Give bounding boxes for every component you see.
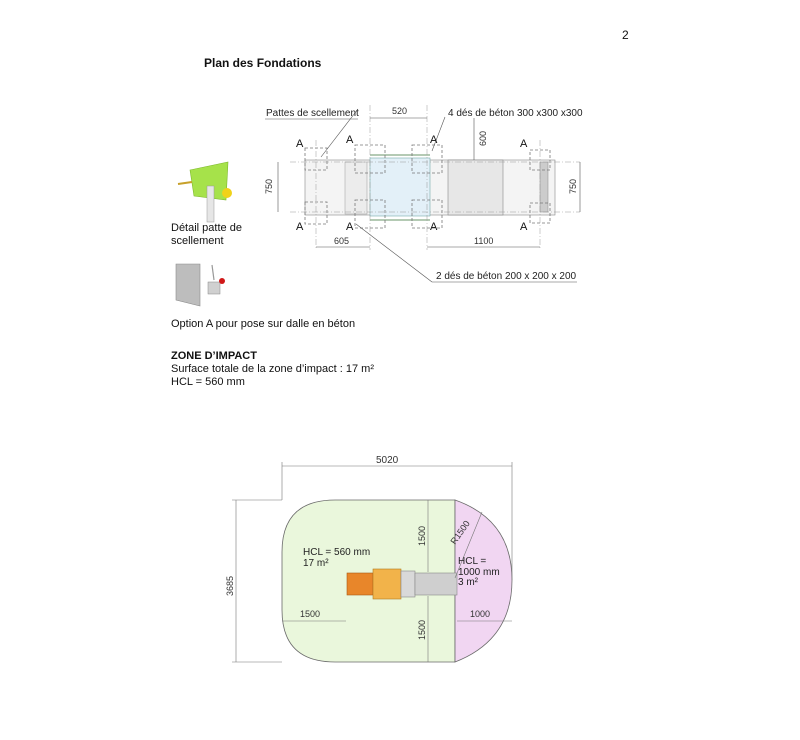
detail-caption-line2: scellement [171, 235, 224, 247]
page-title: Plan des Fondations [204, 56, 322, 70]
marker-a: A [296, 138, 304, 150]
structure-platform [372, 568, 402, 600]
marker-a: A [520, 138, 528, 150]
option-a-caption: Option A pour pose sur dalle en béton [171, 318, 356, 330]
footing-square [304, 201, 328, 225]
anchor-bracket-illustration [177, 161, 232, 223]
dim-605: 605 [334, 236, 349, 246]
dim-1000: 1000 [470, 609, 490, 619]
dim-750-left: 750 [264, 179, 274, 194]
dim-600: 600 [478, 131, 488, 146]
structure-rail [400, 570, 416, 598]
impact-zone-surface: Surface totale de la zone d’impact : 17 … [171, 363, 374, 375]
marker-a: A [346, 221, 354, 233]
label-des-300: 4 dés de béton 300 x300 x300 [448, 108, 583, 119]
label-des-200: 2 dés de béton 200 x 200 x 200 [436, 271, 577, 282]
pink-zone-hcl-1: HCL = [458, 556, 486, 567]
marker-a: A [520, 221, 528, 233]
dim-1100: 1100 [474, 236, 493, 246]
dim-width-5020: 5020 [376, 455, 399, 466]
pink-zone-area: 3 m² [458, 577, 479, 588]
structure-slide [414, 572, 458, 596]
structure-platform [369, 157, 431, 217]
structure-slide [447, 159, 504, 216]
impact-zone-pink [454, 499, 513, 663]
impact-zone-section: ZONE D’IMPACT Surface totale de la zone … [171, 350, 374, 389]
green-zone-area: 17 m² [303, 558, 329, 569]
dim-height-3685: 3685 [225, 576, 235, 596]
marker-a: A [430, 221, 438, 233]
detail-caption-line1: Détail patte de [171, 222, 242, 234]
wall-plate-illustration [175, 263, 225, 307]
page-number: 2 [622, 28, 629, 42]
dim-1500-left: 1500 [300, 609, 320, 619]
marker-a: A [346, 134, 354, 146]
dim-1500-top: 1500 [417, 526, 427, 546]
marker-a: A [296, 221, 304, 233]
marker-a: A [430, 134, 438, 146]
detail-caption: Détail patte de scellement [171, 222, 242, 248]
impact-zone-hcl: HCL = 560 mm [171, 376, 245, 388]
impact-zone-heading: ZONE D’IMPACT [171, 350, 257, 362]
dim-1500-bottom: 1500 [417, 620, 427, 640]
dim-520: 520 [392, 106, 407, 116]
label-pattes-scellement: Pattes de scellement [266, 108, 359, 119]
structure-ladder [346, 572, 374, 596]
pink-zone-hcl-2: 1000 mm [458, 567, 500, 578]
green-zone-hcl: HCL = 560 mm [303, 547, 370, 558]
dim-750-right: 750 [568, 179, 578, 194]
